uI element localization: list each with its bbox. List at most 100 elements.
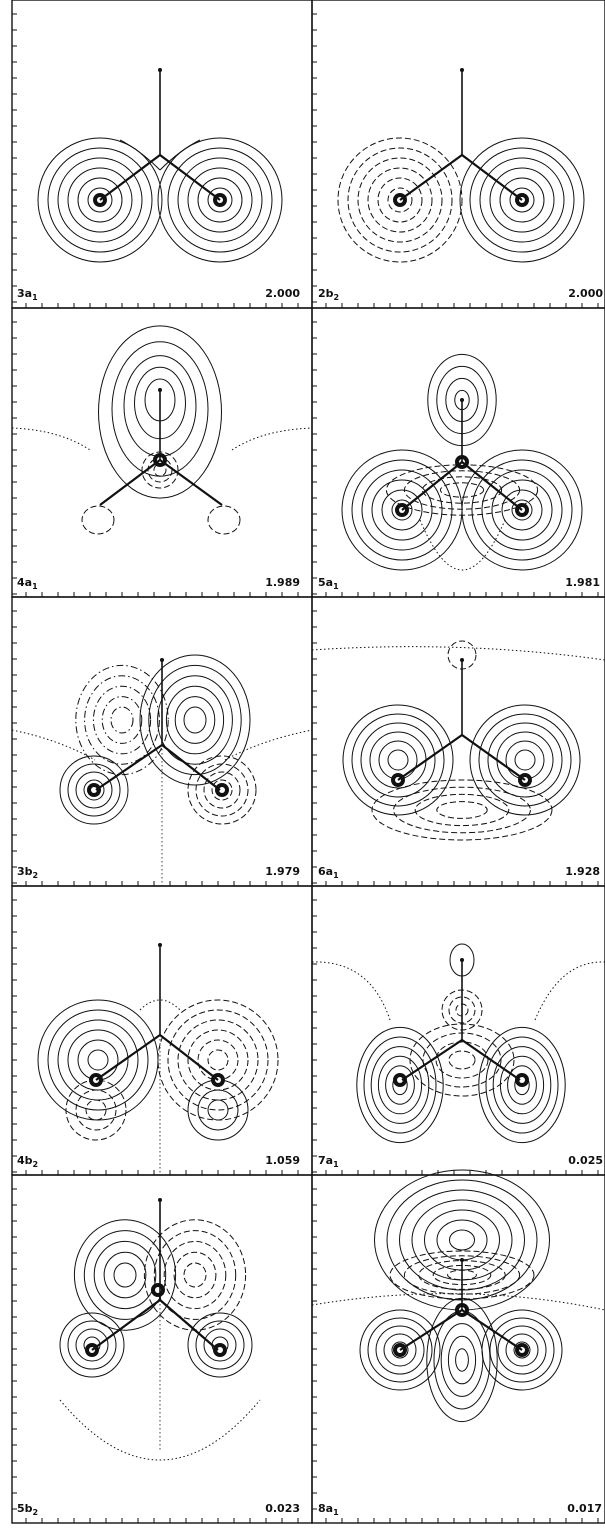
atom-nucleus-core	[397, 1077, 403, 1083]
orbital-contour-panel	[37, 943, 279, 1175]
contour-line	[75, 664, 169, 776]
contour-line	[363, 1036, 437, 1134]
panel-orbital-label: 6a1	[318, 865, 339, 880]
bond-left	[397, 734, 463, 781]
apex-atom	[158, 1198, 162, 1202]
panel-frame	[11, 1174, 313, 1524]
contour-line	[59, 1399, 261, 1461]
contour-line	[469, 704, 581, 816]
contour-line	[207, 505, 241, 535]
contour-line	[449, 1229, 475, 1251]
orbital-contour-panel	[311, 943, 605, 1144]
orbital-contour-panel	[341, 353, 583, 571]
contour-line	[497, 1325, 547, 1375]
contour-line	[153, 1230, 237, 1320]
contour-line	[479, 157, 565, 243]
contour-line	[367, 1317, 433, 1383]
contour-line	[83, 779, 105, 801]
contour-line	[174, 696, 216, 744]
bond-left	[95, 744, 163, 791]
contour-line	[347, 147, 453, 253]
contour-line	[92, 685, 152, 755]
contour-line	[157, 675, 233, 765]
contour-line	[509, 187, 535, 213]
contour-line	[167, 1009, 269, 1111]
panel-orbital-label: 5a1	[318, 576, 339, 591]
contour-line	[436, 1219, 488, 1261]
apex-atom	[158, 68, 162, 72]
contour-line	[385, 1065, 415, 1105]
atom-nucleus-core	[91, 787, 97, 793]
contour-line	[197, 1089, 239, 1131]
contour-line	[81, 505, 115, 535]
contour-line	[469, 147, 575, 253]
panel-orbital-label: 8a1	[318, 1502, 339, 1517]
contour-line	[371, 779, 553, 841]
panel-labels: 3a1 2.000 2b2 2.000 4a1 1.989 5a1 1.981 …	[17, 287, 603, 1517]
orbital-contour-panel	[59, 1198, 261, 1461]
bond-left	[399, 1309, 463, 1351]
panel-occupation-value: 1.981	[565, 576, 600, 589]
panel-occupation-value: 2.000	[265, 287, 300, 300]
bond-right	[161, 744, 221, 791]
apex-atom	[460, 658, 464, 662]
contour-line	[507, 1065, 537, 1105]
contour-line	[183, 706, 207, 734]
contour-line	[337, 137, 463, 263]
panel-border	[311, 1174, 605, 1524]
contour-line	[157, 137, 283, 263]
contour-line	[489, 1317, 555, 1383]
contour-line	[391, 1341, 409, 1359]
contour-line	[489, 167, 555, 233]
atom-nucleus-core	[519, 1077, 525, 1083]
apex-atom	[460, 68, 464, 72]
contour-line	[375, 1325, 425, 1375]
bond-right	[159, 1299, 219, 1351]
contour-line	[37, 999, 159, 1121]
panel-occupation-value: 1.928	[565, 865, 600, 878]
contour-line	[361, 469, 443, 551]
contour-line	[187, 167, 253, 233]
contour-line	[11, 427, 313, 451]
atom-nucleus-core	[219, 787, 225, 793]
contour-line	[436, 801, 488, 819]
contour-line	[377, 1055, 423, 1115]
contour-line	[75, 1089, 117, 1131]
contour-line	[101, 696, 143, 744]
contour-line	[165, 685, 225, 755]
bond-right	[461, 734, 526, 781]
contour-line	[389, 1250, 535, 1300]
contour-line	[177, 1019, 259, 1101]
contour-line	[59, 755, 129, 825]
contour-line	[173, 1251, 217, 1299]
contour-line	[211, 779, 233, 801]
bond-right	[461, 1309, 523, 1351]
contour-line	[148, 664, 242, 776]
contour-line	[67, 763, 121, 817]
orbital-contour-panel	[311, 1169, 605, 1423]
bond-left	[99, 459, 161, 506]
contour-line	[367, 167, 433, 233]
contour-line	[187, 1312, 253, 1378]
contour-line	[85, 1099, 107, 1121]
orbital-contour-panel	[337, 68, 585, 263]
contour-line	[351, 459, 453, 561]
bond-left	[91, 1299, 161, 1351]
contour-line	[167, 147, 273, 253]
contour-line	[511, 499, 533, 521]
contour-line	[459, 137, 585, 263]
contour-line	[207, 1049, 229, 1071]
panel-frame	[11, 0, 313, 309]
apex-atom	[460, 398, 464, 402]
atom-nucleus-core	[217, 1347, 223, 1353]
contour-line	[461, 449, 583, 571]
contour-line	[492, 1046, 552, 1124]
bond-left	[95, 1034, 161, 1081]
contour-line	[471, 459, 573, 561]
contour-line	[103, 1251, 147, 1299]
contour-line	[381, 489, 423, 531]
contour-line	[455, 1348, 469, 1372]
contour-line	[75, 771, 113, 809]
bond-left	[99, 154, 161, 201]
contour-line	[177, 157, 263, 243]
